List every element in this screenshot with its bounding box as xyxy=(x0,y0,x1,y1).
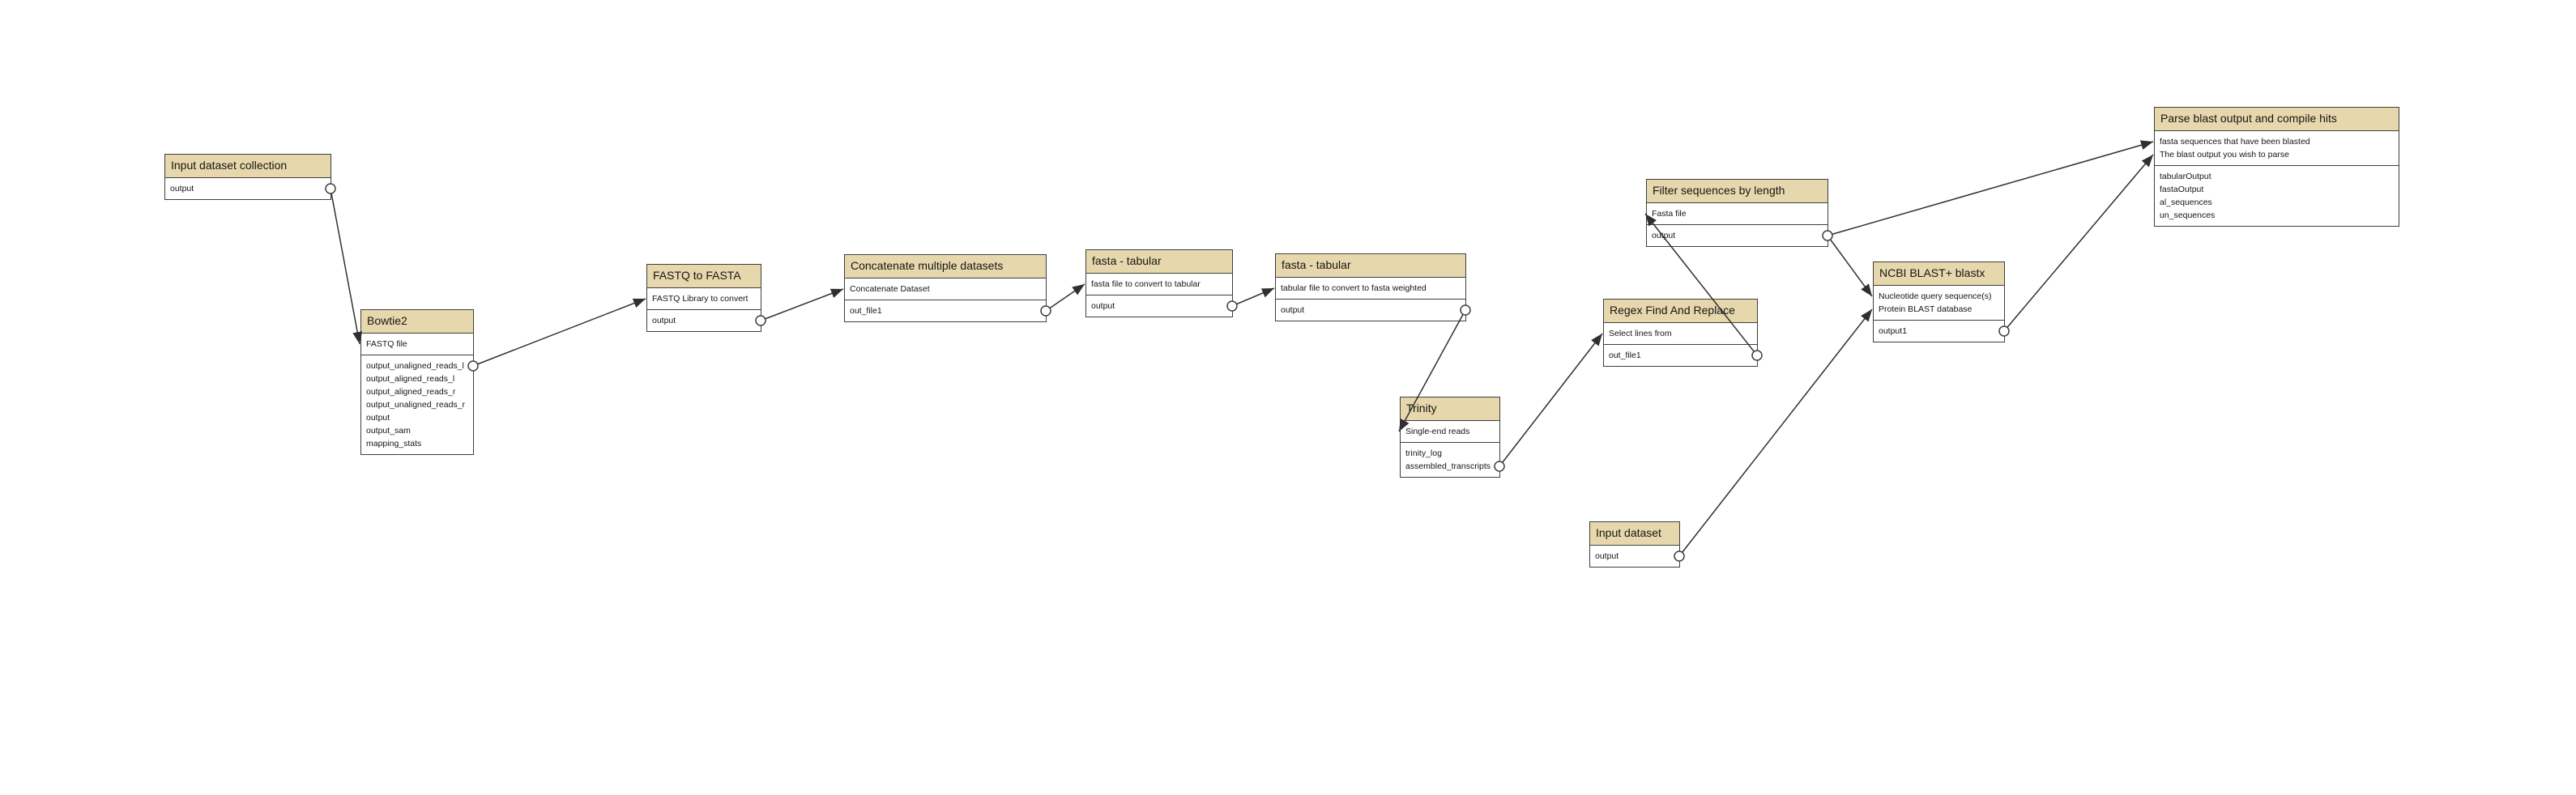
node-output-terminal[interactable]: output_aligned_reads_l xyxy=(366,374,455,384)
node-input-terminal[interactable]: Protein BLAST database xyxy=(1879,304,1973,314)
node-output-terminal[interactable]: output xyxy=(1595,551,1619,561)
node-input-terminal[interactable]: Nucleotide query sequence(s) xyxy=(1879,291,1992,301)
node-title[interactable]: Trinity xyxy=(1401,398,1499,421)
node-input-terminal[interactable]: Fasta file xyxy=(1652,209,1687,219)
node-outputs-section: output_unaligned_reads_l output_aligned_r… xyxy=(361,355,473,454)
node-outputs-section: output xyxy=(165,178,331,199)
node-inputs-section: Nucleotide query sequence(s) Protein BLAS… xyxy=(1874,286,2004,320)
node-title[interactable]: Input dataset collection xyxy=(165,155,331,178)
node-title[interactable]: Parse blast output and compile hits xyxy=(2155,108,2399,131)
node-output-terminal[interactable]: output xyxy=(366,413,390,423)
workflow-node-input_dataset[interactable]: Input dataset output xyxy=(1589,521,1680,568)
node-outputs-section: tabularOutput fastaOutput al_sequences un_s… xyxy=(2155,165,2399,226)
node-title[interactable]: Filter sequences by length xyxy=(1647,180,1828,203)
node-output-terminal[interactable]: output1 xyxy=(1879,326,1908,336)
node-outputs-section: output1 xyxy=(1874,320,2004,342)
node-inputs-section: FASTQ Library to convert xyxy=(647,288,761,309)
node-output-terminal[interactable]: un_sequences xyxy=(2160,210,2216,220)
node-outputs-section: output xyxy=(1647,224,1828,246)
workflow-node-fasta_tabular_1[interactable]: fasta - tabular fasta file to convert to … xyxy=(1085,249,1233,317)
node-title[interactable]: Bowtie2 xyxy=(361,310,473,334)
node-output-terminal[interactable]: assembled_transcripts xyxy=(1405,461,1491,471)
node-output-terminal[interactable]: out_file1 xyxy=(1609,351,1641,360)
node-output-terminal[interactable]: al_sequences xyxy=(2160,198,2212,207)
node-outputs-section: output xyxy=(1086,295,1232,317)
node-inputs-section: FASTQ file xyxy=(361,334,473,355)
node-outputs-section: output xyxy=(1276,299,1465,321)
node-outputs-section: trinity_log assembled_transcripts xyxy=(1401,442,1499,477)
workflow-node-fastq_to_fasta[interactable]: FASTQ to FASTA FASTQ Library to convert ou… xyxy=(646,264,761,332)
node-outputs-section: out_file1 xyxy=(845,300,1046,321)
node-inputs-section: tabular file to convert to fasta weighte… xyxy=(1276,278,1465,299)
node-title[interactable]: fasta - tabular xyxy=(1086,250,1232,274)
node-title[interactable]: Concatenate multiple datasets xyxy=(845,255,1046,278)
node-input-terminal[interactable]: The blast output you wish to parse xyxy=(2160,150,2289,159)
node-output-terminal[interactable]: output xyxy=(1091,301,1115,311)
workflow-node-fasta_tabular_2[interactable]: fasta - tabular tabular file to convert t… xyxy=(1275,253,1466,321)
node-output-terminal[interactable]: output_unaligned_reads_l xyxy=(366,361,464,371)
node-title[interactable]: FASTQ to FASTA xyxy=(647,265,761,288)
node-input-terminal[interactable]: fasta sequences that have been blasted xyxy=(2160,137,2310,147)
node-output-terminal[interactable]: tabularOutput xyxy=(2160,172,2211,181)
workflow-node-input_dataset_collection[interactable]: Input dataset collection output xyxy=(164,154,331,200)
node-inputs-section: Select lines from xyxy=(1604,323,1757,344)
node-input-terminal[interactable]: Select lines from xyxy=(1609,329,1672,338)
node-output-terminal[interactable]: output_sam xyxy=(366,426,411,436)
node-inputs-section: Concatenate Dataset xyxy=(845,278,1046,300)
node-output-terminal[interactable]: output xyxy=(1281,305,1305,315)
node-inputs-section: Fasta file xyxy=(1647,203,1828,224)
node-output-terminal[interactable]: output xyxy=(170,184,194,193)
node-output-terminal[interactable]: output_unaligned_reads_r xyxy=(366,400,466,410)
node-title[interactable]: fasta - tabular xyxy=(1276,254,1465,278)
node-title[interactable]: NCBI BLAST+ blastx xyxy=(1874,262,2004,286)
node-inputs-section: Single-end reads xyxy=(1401,421,1499,442)
node-inputs-section: fasta file to convert to tabular xyxy=(1086,274,1232,295)
node-output-terminal[interactable]: output xyxy=(652,316,676,325)
node-output-terminal[interactable]: trinity_log xyxy=(1405,449,1442,458)
node-output-terminal[interactable]: output xyxy=(1652,231,1676,240)
node-input-terminal[interactable]: FASTQ file xyxy=(366,339,407,349)
node-input-terminal[interactable]: fasta file to convert to tabular xyxy=(1091,279,1201,289)
node-input-terminal[interactable]: Single-end reads xyxy=(1405,427,1470,436)
node-input-terminal[interactable]: Concatenate Dataset xyxy=(850,284,930,294)
node-title[interactable]: Input dataset xyxy=(1590,522,1679,546)
node-input-terminal[interactable]: tabular file to convert to fasta weighte… xyxy=(1281,283,1427,293)
node-outputs-section: output xyxy=(647,309,761,331)
node-output-terminal[interactable]: out_file1 xyxy=(850,306,882,316)
node-outputs-section: output xyxy=(1590,546,1679,567)
node-output-terminal[interactable]: fastaOutput xyxy=(2160,185,2204,194)
node-title[interactable]: Regex Find And Replace xyxy=(1604,300,1757,323)
node-input-terminal[interactable]: FASTQ Library to convert xyxy=(652,294,748,304)
node-output-terminal[interactable]: output_aligned_reads_r xyxy=(366,387,456,397)
node-output-terminal[interactable]: mapping_stats xyxy=(366,439,422,449)
node-outputs-section: out_file1 xyxy=(1604,344,1757,366)
